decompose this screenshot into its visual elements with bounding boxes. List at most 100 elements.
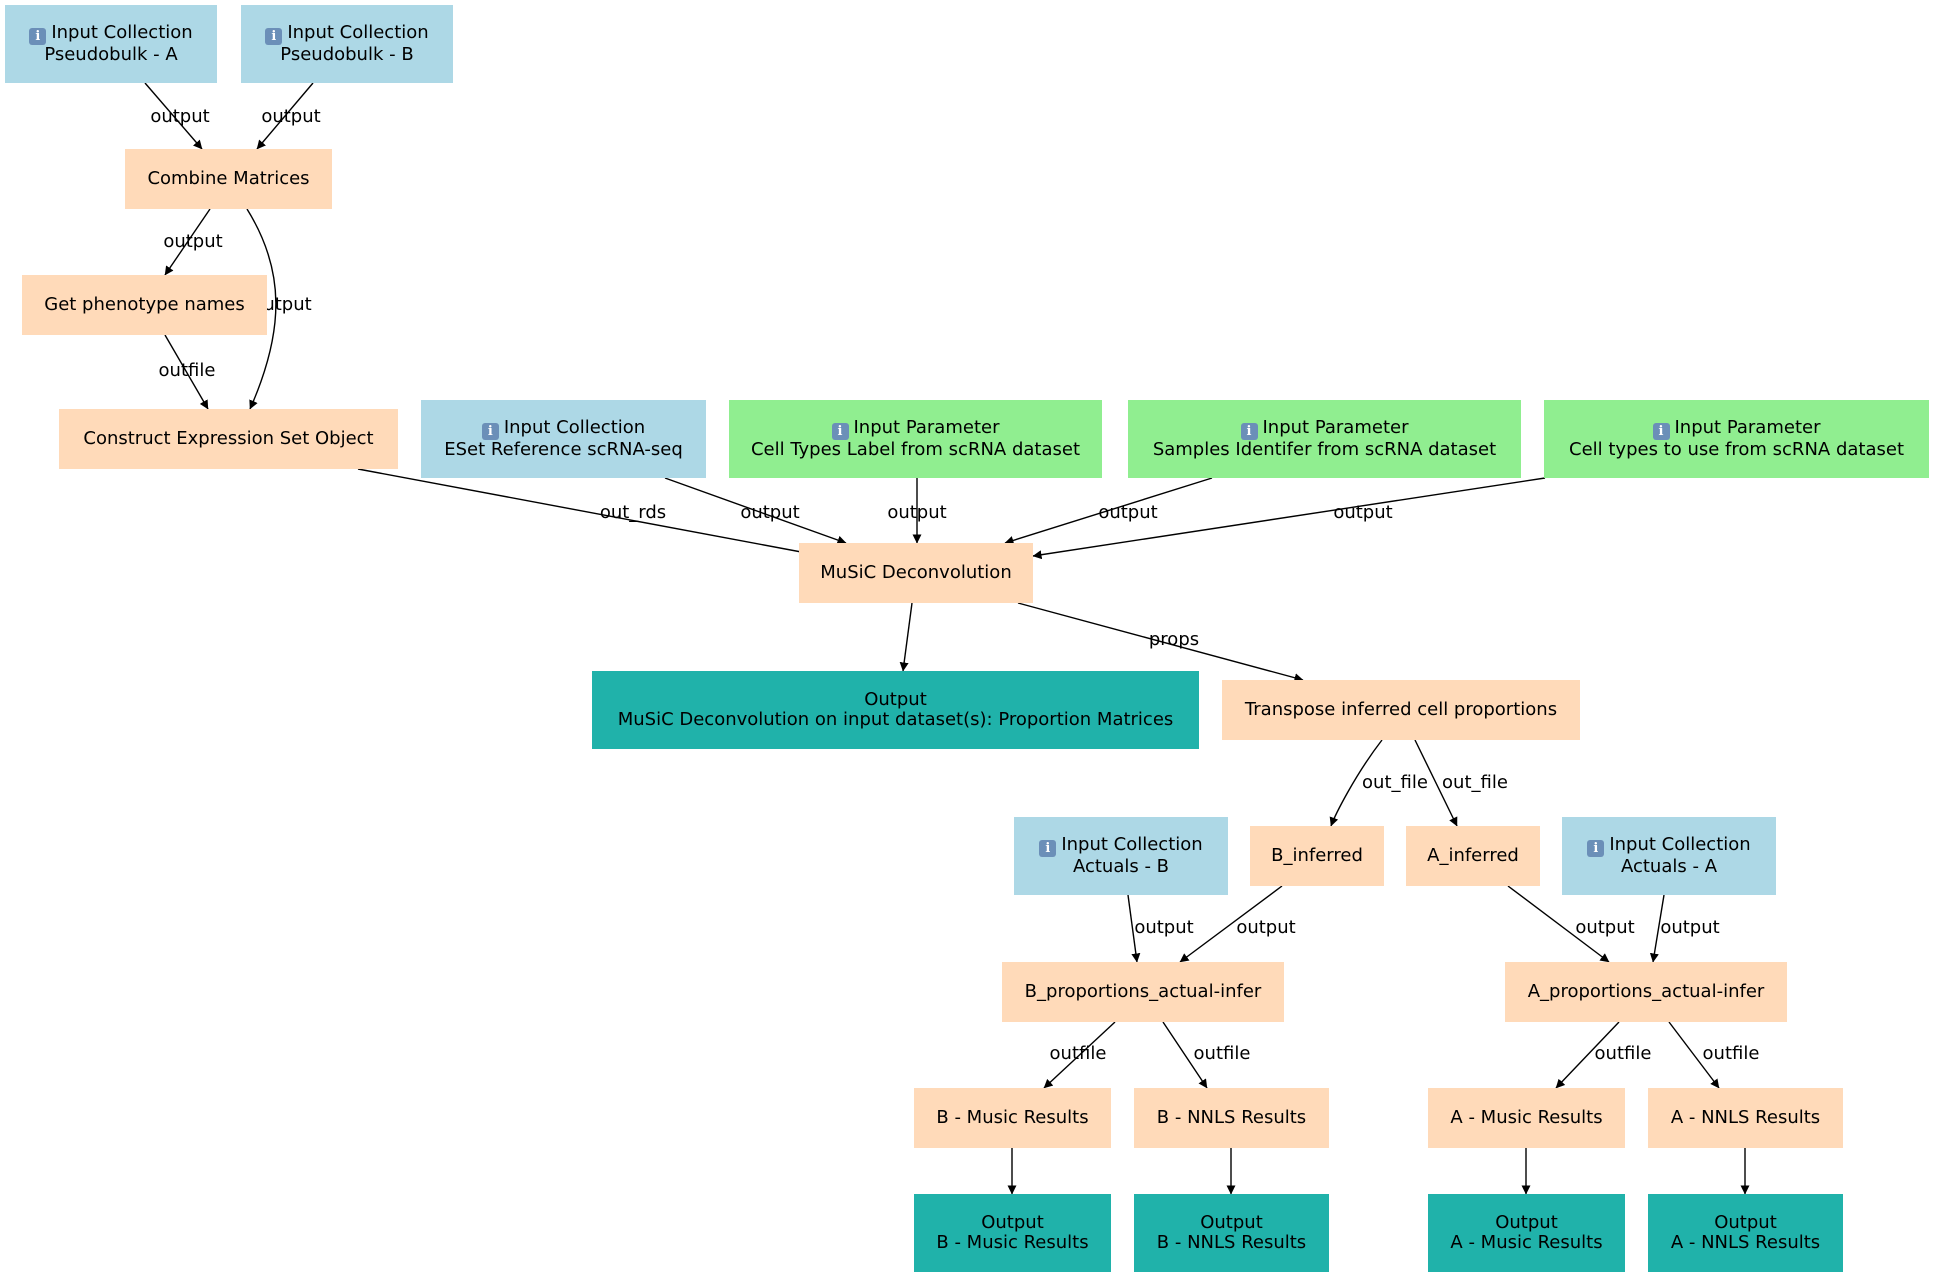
node-label-line: B - Music Results <box>936 1107 1089 1128</box>
node-label: Transpose inferred cell proportions <box>1245 700 1557 720</box>
edge-a_prop-to-a_nnls <box>1668 1021 1720 1089</box>
node-label-line: A - Music Results <box>1450 1107 1603 1128</box>
transpose-inferred-step[interactable]: Transpose inferred cell proportions <box>1222 680 1580 740</box>
node-label-line: Input Collection <box>287 22 429 43</box>
info-icon: i <box>29 28 47 45</box>
edge-transpose-to-a_inf <box>1414 739 1458 827</box>
node-label-line: A - NNLS Results <box>1670 1107 1821 1128</box>
get-phenotype-names-step[interactable]: Get phenotype names <box>22 275 267 335</box>
node-label: Pseudobulk - B <box>280 45 413 65</box>
node-label-line: Output <box>1714 1212 1777 1233</box>
node-label: A - NNLS Results <box>1671 1108 1820 1128</box>
edge-label: output <box>740 502 799 523</box>
b-inferred-step[interactable]: B_inferred <box>1250 826 1384 886</box>
node-label: A - Music Results <box>1450 1108 1602 1128</box>
a-proportions-actual-infer-step[interactable]: A_proportions_actual-infer <box>1505 962 1787 1022</box>
edge-label: out_file <box>1442 772 1508 793</box>
node-label: Construct Expression Set Object <box>83 429 373 449</box>
edge-combine-to-construct <box>246 208 277 410</box>
info-icon: i <box>1240 423 1258 440</box>
node-label: Get phenotype names <box>44 295 245 315</box>
node-label-line: B_proportions_actual-infer <box>1024 981 1262 1002</box>
edge-pheno-to-construct <box>164 334 209 410</box>
node-label: Output <box>1200 1213 1263 1233</box>
node-label: Output <box>981 1213 1044 1233</box>
edge-label: output <box>261 106 320 127</box>
edge-label: output <box>887 502 946 523</box>
edge-music-to-transpose <box>1017 602 1304 683</box>
node-label-line: ESet Reference scRNA-seq <box>444 439 683 460</box>
a-inferred-step[interactable]: A_inferred <box>1406 826 1540 886</box>
a-nnls-results-step[interactable]: A - NNLS Results <box>1648 1088 1843 1148</box>
node-label: Output <box>1495 1213 1558 1233</box>
edge-label: outfile <box>1703 1043 1760 1064</box>
node-label-line: Input Collection <box>1609 834 1751 855</box>
node-label-line: Input Parameter <box>1262 417 1409 438</box>
construct-expression-set-step[interactable]: Construct Expression Set Object <box>59 409 398 469</box>
node-label-line: Pseudobulk - B <box>280 44 414 65</box>
edge-act_b-to-b_prop <box>1127 894 1141 963</box>
node-label-line: Input Collection <box>1061 834 1203 855</box>
node-label-line: Output <box>981 1212 1044 1233</box>
edge-eset-to-music <box>664 477 847 545</box>
edge-label: outfile <box>159 360 216 381</box>
a-music-results-step[interactable]: A - Music Results <box>1428 1088 1625 1148</box>
edge-act_a-to-a_prop <box>1649 894 1665 963</box>
node-label: B_inferred <box>1271 846 1363 866</box>
node-label-line: Get phenotype names <box>44 294 245 315</box>
edge-b_inf-to-b_prop <box>1179 885 1283 963</box>
node-label: Output <box>1714 1213 1777 1233</box>
b-music-results-step[interactable]: B - Music Results <box>914 1088 1111 1148</box>
b-nnls-results-step[interactable]: B - NNLS Results <box>1134 1088 1329 1148</box>
node-label: MuSiC Deconvolution <box>820 563 1011 583</box>
info-icon: i <box>831 423 849 440</box>
node-label-line: A - Music Results <box>1450 1232 1603 1253</box>
node-label: Actuals - B <box>1073 857 1169 877</box>
node-label-line: B - Music Results <box>936 1232 1089 1253</box>
node-label: A - Music Results <box>1450 1233 1602 1253</box>
edge-label: out_file <box>1362 772 1428 793</box>
edge-a_prop-to-a_music <box>1555 1021 1620 1089</box>
node-label-line: Output <box>864 689 927 710</box>
node-label: B - NNLS Results <box>1157 1233 1306 1253</box>
music-deconvolution-step[interactable]: MuSiC Deconvolution <box>799 543 1033 603</box>
node-label: Combine Matrices <box>147 169 309 189</box>
node-label-line: Output <box>1495 1212 1558 1233</box>
node-label-line: Input Collection <box>51 22 193 43</box>
edge-label: output <box>163 231 222 252</box>
combine-matrices-step[interactable]: Combine Matrices <box>125 149 332 209</box>
edge-label: outfile <box>1194 1043 1251 1064</box>
node-label-line: Samples Identifer from scRNA dataset <box>1152 439 1497 460</box>
node-label: A_inferred <box>1427 846 1519 866</box>
node-label-line: Input Parameter <box>1674 417 1821 438</box>
node-label-line: Construct Expression Set Object <box>83 428 374 449</box>
edge-label: output <box>1134 917 1193 938</box>
node-label-line: Output <box>1200 1212 1263 1233</box>
node-label-line: B - NNLS Results <box>1156 1107 1307 1128</box>
edge-label: output <box>1098 502 1157 523</box>
b-proportions-actual-infer-step[interactable]: B_proportions_actual-infer <box>1002 962 1284 1022</box>
edge-transpose-to-b_inf <box>1329 739 1383 827</box>
node-label-line: Transpose inferred cell proportions <box>1244 699 1558 720</box>
node-label-line: B_inferred <box>1271 845 1363 866</box>
node-label: B - Music Results <box>936 1108 1088 1128</box>
